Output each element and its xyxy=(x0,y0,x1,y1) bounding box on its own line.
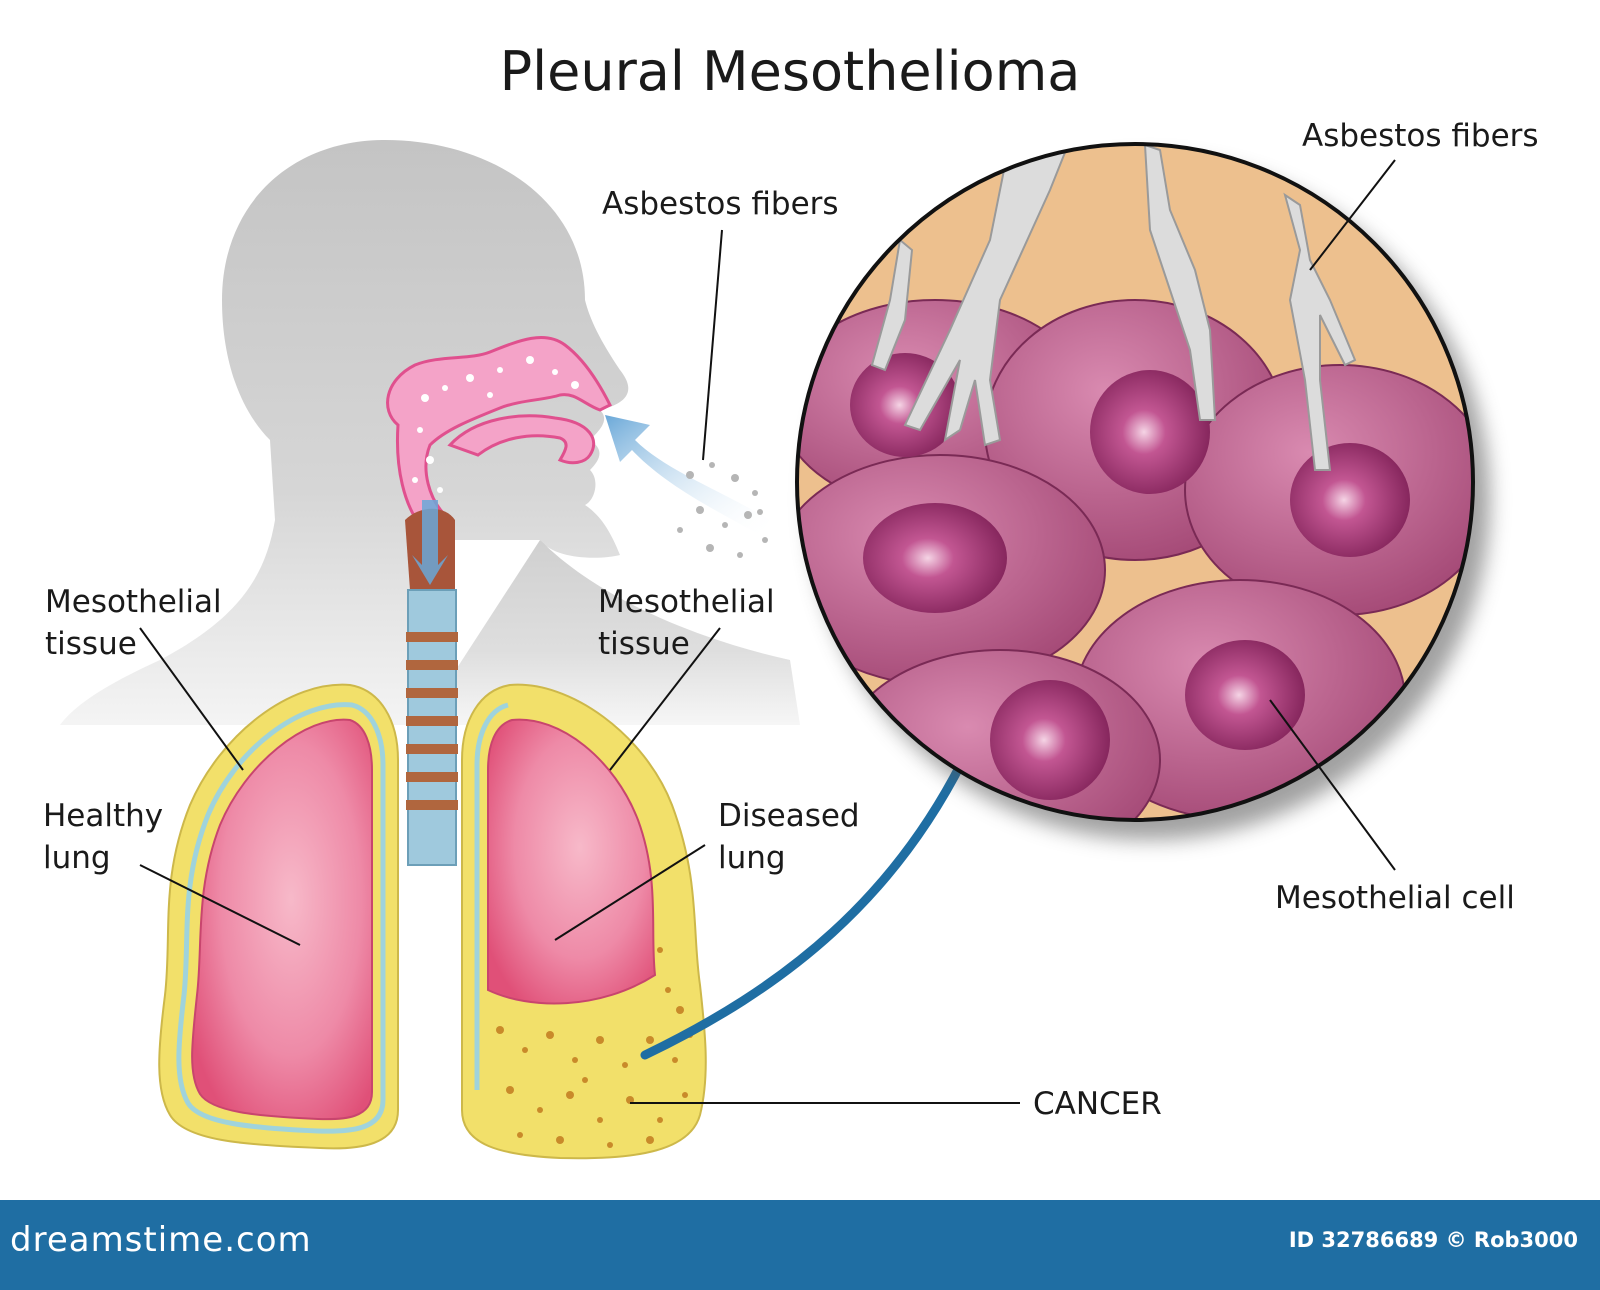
magnified-view xyxy=(795,142,1490,840)
label-mesothelial-tissue-right-line2: tissue xyxy=(598,626,690,662)
label-diseased-lung-line1: Diseased xyxy=(718,798,860,834)
trachea xyxy=(405,500,458,866)
label-cancer: CANCER xyxy=(1033,1086,1162,1122)
leader-lines xyxy=(139,159,1396,1104)
label-asbestos-fibers-left: Asbestos fibers xyxy=(602,186,839,222)
tumor-speckles xyxy=(496,947,693,1148)
diagram-canvas: Pleural Mesothelioma Asbestos fibers Asb… xyxy=(43,40,1539,1160)
fiber-dots-airway xyxy=(412,356,579,493)
footer-brand[interactable]: dreamstime.com xyxy=(10,1220,312,1260)
head-silhouette xyxy=(60,140,800,725)
nasal-airway xyxy=(386,336,613,527)
diagram-title: Pleural Mesothelioma xyxy=(500,40,1081,103)
label-mesothelial-tissue-right-line1: Mesothelial xyxy=(598,584,775,620)
label-mesothelial-tissue-left-line2: tissue xyxy=(45,626,137,662)
label-mesothelial-tissue-left-line1: Mesothelial xyxy=(45,584,222,620)
footer-bar: dreamstime.com ID 32786689 © Rob3000 xyxy=(0,1200,1600,1290)
healthy-lung xyxy=(158,683,399,1150)
asbestos-fibers-magnified xyxy=(870,144,1357,471)
label-asbestos-fibers-right: Asbestos fibers xyxy=(1302,118,1539,154)
label-diseased-lung-line2: lung xyxy=(718,840,786,876)
label-healthy-lung-line2: lung xyxy=(43,840,111,876)
label-mesothelial-cell: Mesothelial cell xyxy=(1275,880,1515,916)
footer-image-id: ID 32786689 © Rob3000 xyxy=(1288,1228,1578,1252)
label-healthy-lung-line1: Healthy xyxy=(43,798,163,834)
inhalation-arrow xyxy=(605,415,770,558)
